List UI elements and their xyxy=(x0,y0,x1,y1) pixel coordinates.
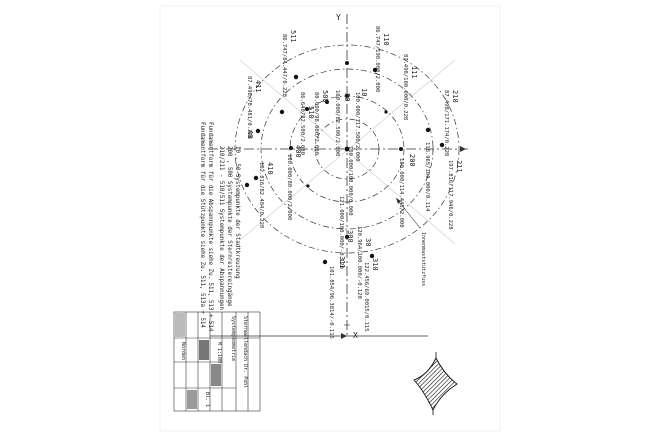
tb-sheet: Bl. 1 xyxy=(204,392,210,407)
x-arrow-head xyxy=(341,333,347,339)
label-200: 200 xyxy=(408,154,416,167)
label-40: 40 xyxy=(246,130,254,138)
label-411: 411 xyxy=(254,80,262,93)
title-block-text: Norden Sternwellendach Dr. Pohl Systemge… xyxy=(180,316,248,407)
coord-300: 121.000/100.000/-0.120 xyxy=(338,196,344,269)
coord-111: 87.498/100.000/0.228 xyxy=(402,54,408,120)
coord-30: 120.964/100.000/-0.120 xyxy=(356,226,362,299)
point-50 xyxy=(325,100,329,104)
label-500: 500 xyxy=(321,90,329,103)
coord-500: 80.000/98.000/2.000 xyxy=(313,92,319,155)
coord-offset: 118.965/100.000/0.114 xyxy=(424,142,430,212)
label-310: 310 xyxy=(371,258,379,271)
label-511: 511 xyxy=(289,30,297,43)
point-411 xyxy=(244,182,250,188)
cross-ticks xyxy=(344,95,434,326)
logo-shape xyxy=(413,356,458,412)
coord-50: 100.000/82.500/2.000 xyxy=(334,90,340,156)
coord-40: 87.498/78.481/0.228 xyxy=(246,76,252,139)
system-points xyxy=(244,61,445,265)
tb-dark-cell-3 xyxy=(187,390,197,409)
point-inner-ne xyxy=(384,110,388,114)
leader: Innenmaststützfuss xyxy=(395,197,426,286)
leader-arrow xyxy=(396,198,401,204)
x-arrow-head-upper xyxy=(460,146,466,152)
coord-210: 87.498/171.174/0.228 xyxy=(443,90,449,156)
coord-211: 197.816/117.946/0.228 xyxy=(447,160,453,230)
label-300: 300 xyxy=(346,230,354,243)
label-111: 111 xyxy=(410,66,418,79)
point-311 xyxy=(322,259,328,265)
tb-dark-cell-1 xyxy=(199,340,209,360)
label-211: 211 xyxy=(455,160,463,173)
coord-200: 180.000/114.445/2.000 xyxy=(398,158,404,228)
label-30: 30 xyxy=(364,238,372,246)
point-310 xyxy=(369,253,375,259)
label-210: 210 xyxy=(451,90,459,103)
leader-line xyxy=(395,197,421,229)
point-110 xyxy=(345,61,349,65)
paper-area xyxy=(159,5,501,432)
coord-410: 102.816/82.484/0.228 xyxy=(258,162,264,228)
point-210 xyxy=(425,127,431,133)
point-center xyxy=(344,146,350,152)
point-400 xyxy=(289,146,293,150)
coord-10: 100.000/117.500/2.000 xyxy=(354,92,360,162)
coord-311: 101.854/96.3814/-0.115 xyxy=(328,266,334,339)
tb-north: Norden xyxy=(180,342,186,360)
legend-line-4: Fundamentform für die Abspannpunkte sieh… xyxy=(207,122,213,332)
label-510: 510 xyxy=(307,106,315,119)
label-110: 110 xyxy=(382,33,390,46)
coord-511: 86.747/84.447/0.228 xyxy=(281,34,287,97)
diagonal-guide-1 xyxy=(239,59,456,245)
leader-label: Innenmaststützfuss xyxy=(420,232,426,286)
tb-hatch-cell xyxy=(175,313,185,337)
label-400: 400 xyxy=(294,145,302,158)
title-block-frame xyxy=(173,311,261,412)
point-200 xyxy=(399,147,403,151)
point-510 xyxy=(279,109,285,115)
point-500 xyxy=(305,107,309,111)
point-511 xyxy=(293,74,299,80)
point-300 xyxy=(345,235,349,239)
legend: 10 , 50 Systempunkte der Stadtkreuzung 2… xyxy=(199,122,240,332)
legend-line-3: 210/211 - 510/511 Systempunkte der Abspa… xyxy=(218,146,224,310)
point-40 xyxy=(255,128,261,134)
tb-drawing: Systemgeometrie xyxy=(230,316,236,361)
coord-400: 100.000/80.000/2.000 xyxy=(286,154,292,220)
legend-line-2: 200 , 500 Systempunkte der Sternreiterei… xyxy=(226,146,232,307)
point-inner-sw xyxy=(306,184,310,188)
point-211 xyxy=(439,142,445,148)
label-410: 410 xyxy=(266,162,274,175)
label-10: 10 xyxy=(360,88,368,96)
tb-scale: M 1:100 xyxy=(216,342,222,363)
point-111 xyxy=(372,67,378,73)
star-membrane-logo xyxy=(413,352,458,415)
y-axis-label: Y xyxy=(336,13,341,22)
tb-dark-cell-2 xyxy=(211,364,221,386)
label-311: 311 xyxy=(338,256,346,269)
label-center: 100.000/100.000/0.000 xyxy=(347,146,353,216)
legend-line-1: 10 , 50 Systempunkte der Stadtkreuzung xyxy=(234,146,240,279)
coord-110: 86.747/198.000/2.000 xyxy=(374,26,380,92)
legend-line-5: Fundamentform für die Stützpunkte siehe … xyxy=(199,122,205,328)
coord-510: 86.640/82.500/2.000 xyxy=(299,92,305,155)
tb-project: Sternwellendach Dr. Pohl xyxy=(242,316,248,388)
point-labels: 100.000/100.000/0.000 200 180.000/114.44… xyxy=(246,26,463,339)
x-axis-label: X xyxy=(353,331,358,340)
label-50: 50 xyxy=(343,93,351,101)
coord-310: 122.456/69.0015/0.115 xyxy=(363,262,369,332)
point-410 xyxy=(253,175,259,181)
title-block xyxy=(173,311,261,412)
